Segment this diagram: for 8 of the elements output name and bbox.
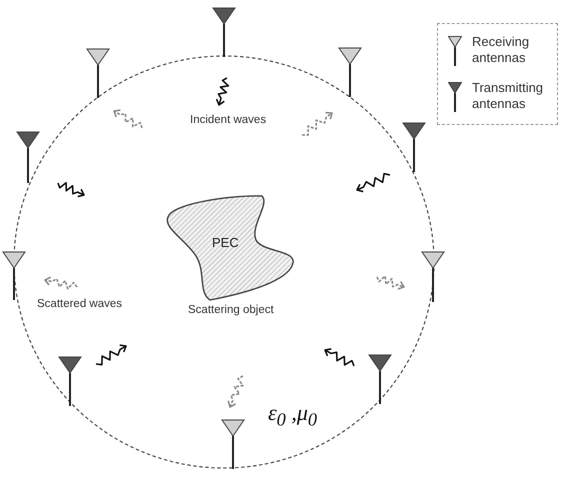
wave-label: Scattered waves — [37, 298, 122, 312]
wave-label: Incident waves — [190, 114, 266, 128]
legend-text: Transmitting antennas — [472, 80, 544, 112]
medium-parameters-label: ε$_{0}$ ,μ$_{0}$ — [268, 400, 318, 430]
node-label: PEC — [212, 236, 239, 251]
object-caption: Scattering object — [188, 304, 274, 318]
legend-text: Receiving antennas — [472, 34, 530, 66]
scattering-object-shape — [165, 193, 297, 303]
